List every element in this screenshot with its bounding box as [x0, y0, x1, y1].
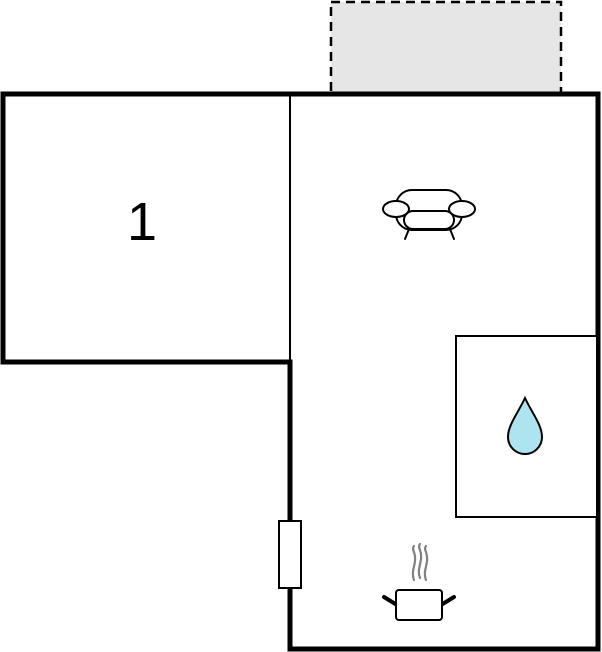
- room-number: 1: [127, 192, 157, 252]
- outer-walls: [0, 91, 601, 652]
- terrace: [329, 0, 563, 96]
- entrance-door: [278, 520, 302, 589]
- water-drop-icon: [506, 395, 544, 455]
- cooking-pot-icon: [382, 542, 456, 621]
- sofa-icon: [382, 189, 476, 240]
